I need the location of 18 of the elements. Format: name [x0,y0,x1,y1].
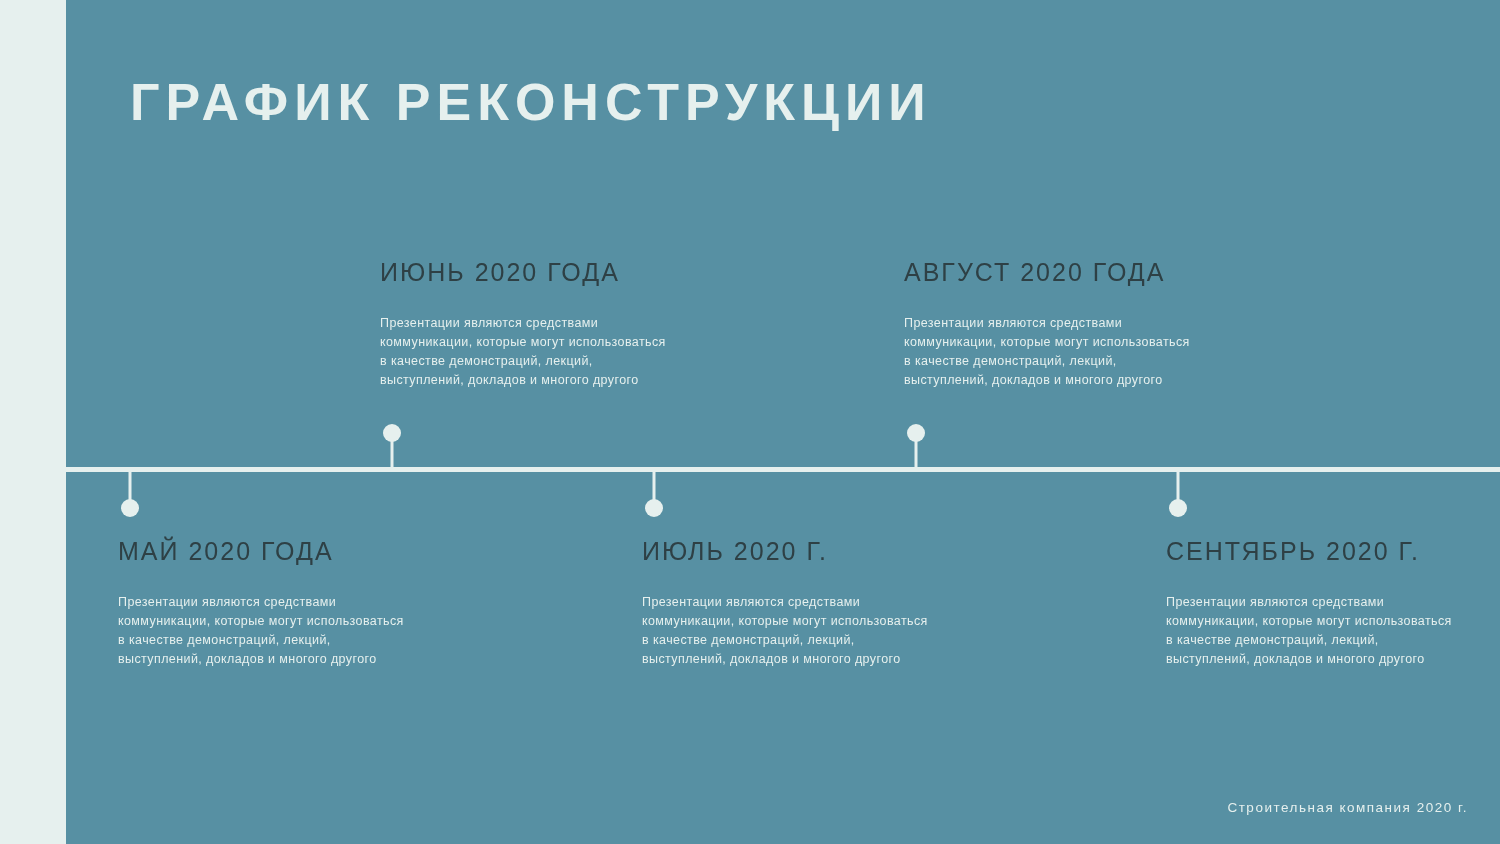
timeline-marker [383,424,401,467]
milestone-description: Презентации являются средствами коммуникации, которые могут использоваться в качестве демонстраций, лекций, выступлений, докладов и многого другого [904,315,1191,389]
timeline-marker [645,472,663,517]
milestone-date: ИЮЛЬ 2020 Г. [642,536,829,567]
milestone-description: Презентации являются средствами коммуникации, которые могут использоваться в качестве демонстраций, лекций, выступлений, докладов и многого другого [118,594,405,668]
milestone-description: Презентации являются средствами коммуникации, которые могут использоваться в качестве демонстраций, лекций, выступлений, докладов и многого другого [380,315,667,389]
milestone-date: МАЙ 2020 ГОДА [118,535,335,567]
milestone-description: Презентации являются средствами коммуникации, которые могут использоваться в качестве демонстраций, лекций, выступлений, докладов и многого другого [642,594,929,668]
milestone-date: СЕНТЯБРЬ 2020 Г. [1166,536,1421,567]
milestone-date: ИЮНЬ 2020 ГОДА [380,257,621,288]
timeline-bar [66,467,1500,472]
timeline-marker [121,472,139,517]
slide-title: ГРАФИК РЕКОНСТРУКЦИИ [130,72,932,132]
footer-note: Строительная компания 2020 г. [1227,800,1468,815]
milestone-date: АВГУСТ 2020 ГОДА [904,257,1167,288]
timeline-marker [907,424,925,467]
milestone-description: Презентации являются средствами коммуникации, которые могут использоваться в качестве демонстраций, лекций, выступлений, докладов и многого другого [1166,594,1453,668]
timeline-marker [1169,472,1187,517]
